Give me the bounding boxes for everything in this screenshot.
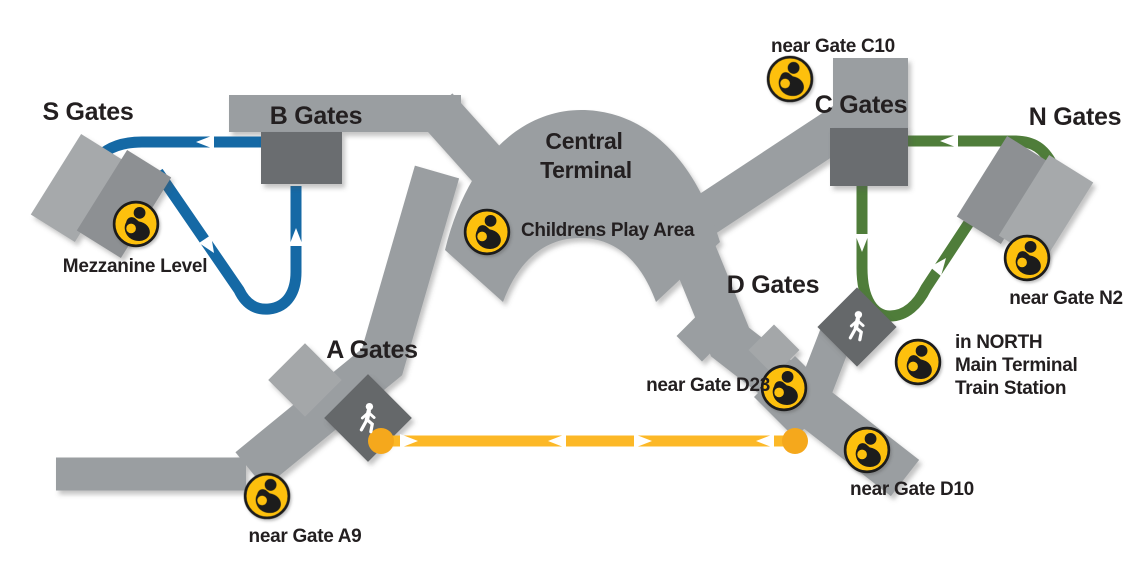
- label-central-terminal-line1: Central: [545, 128, 622, 154]
- blue-line-arrows: [196, 135, 303, 253]
- label-north-train-line2: Main Terminal: [955, 355, 1077, 376]
- nursing-mother-icon-n2: [1003, 234, 1051, 282]
- label-b-gates: B Gates: [270, 102, 362, 130]
- nursing-mother-icon-play-area: [463, 208, 511, 256]
- nursing-mother-icon-north-train: [894, 338, 942, 386]
- label-d-gates: D Gates: [727, 271, 819, 299]
- b-gates-train-station: [261, 132, 342, 184]
- c-gates-pier: [833, 58, 908, 130]
- label-near-gate-c10: near Gate C10: [771, 36, 895, 57]
- map-labels: S Gates B Gates Central Terminal C Gates…: [42, 36, 1123, 547]
- corridor-a-gates: [235, 165, 460, 488]
- shuttle-endpoint-d: [782, 428, 808, 454]
- n-gates-satellite-rear: [956, 135, 1052, 245]
- s-gates-satellite-front: [76, 149, 172, 259]
- nursing-mother-icon-a9: [243, 472, 291, 520]
- c-gates-train-station: [830, 128, 908, 186]
- label-near-gate-d10: near Gate D10: [850, 479, 974, 500]
- label-mezzanine-level: Mezzanine Level: [63, 256, 207, 277]
- concourse-corridors: [56, 58, 920, 497]
- label-central-terminal-line2: Terminal: [540, 157, 632, 183]
- label-north-train-line3: Train Station: [955, 378, 1066, 399]
- nursing-mother-icon-mezzanine: [112, 200, 160, 248]
- nursing-mother-icon-d10: [843, 426, 891, 474]
- green-train-line-loop: [856, 186, 981, 322]
- nursing-mother-icon-c10: [766, 55, 814, 103]
- label-childrens-play-area: Childrens Play Area: [521, 220, 695, 241]
- shuttle-arrows: [400, 434, 774, 448]
- s-gates-satellite-rear: [30, 133, 126, 243]
- yellow-shuttle-line: [368, 428, 808, 454]
- label-near-gate-a9: near Gate A9: [249, 526, 362, 547]
- satellites-and-stations: [30, 128, 1094, 462]
- label-north-train-line1: in NORTH: [955, 332, 1042, 353]
- label-s-gates: S Gates: [42, 98, 133, 126]
- corridor-d-step: [676, 310, 728, 362]
- b-gates-bar: [229, 95, 461, 132]
- green-line-arrows: [855, 134, 958, 276]
- label-near-gate-n2: near Gate N2: [1009, 288, 1123, 309]
- central-terminal-arch: [445, 110, 720, 302]
- a-gates-pier: [268, 343, 342, 417]
- label-c-gates: C Gates: [815, 91, 907, 119]
- label-n-gates: N Gates: [1029, 103, 1121, 131]
- d-gates-pier-small: [748, 324, 800, 376]
- blue-train-line-loop: [153, 168, 302, 315]
- shuttle-endpoint-a: [368, 428, 394, 454]
- label-a-gates: A Gates: [326, 336, 417, 364]
- label-near-gate-d23: near Gate D23: [646, 375, 770, 396]
